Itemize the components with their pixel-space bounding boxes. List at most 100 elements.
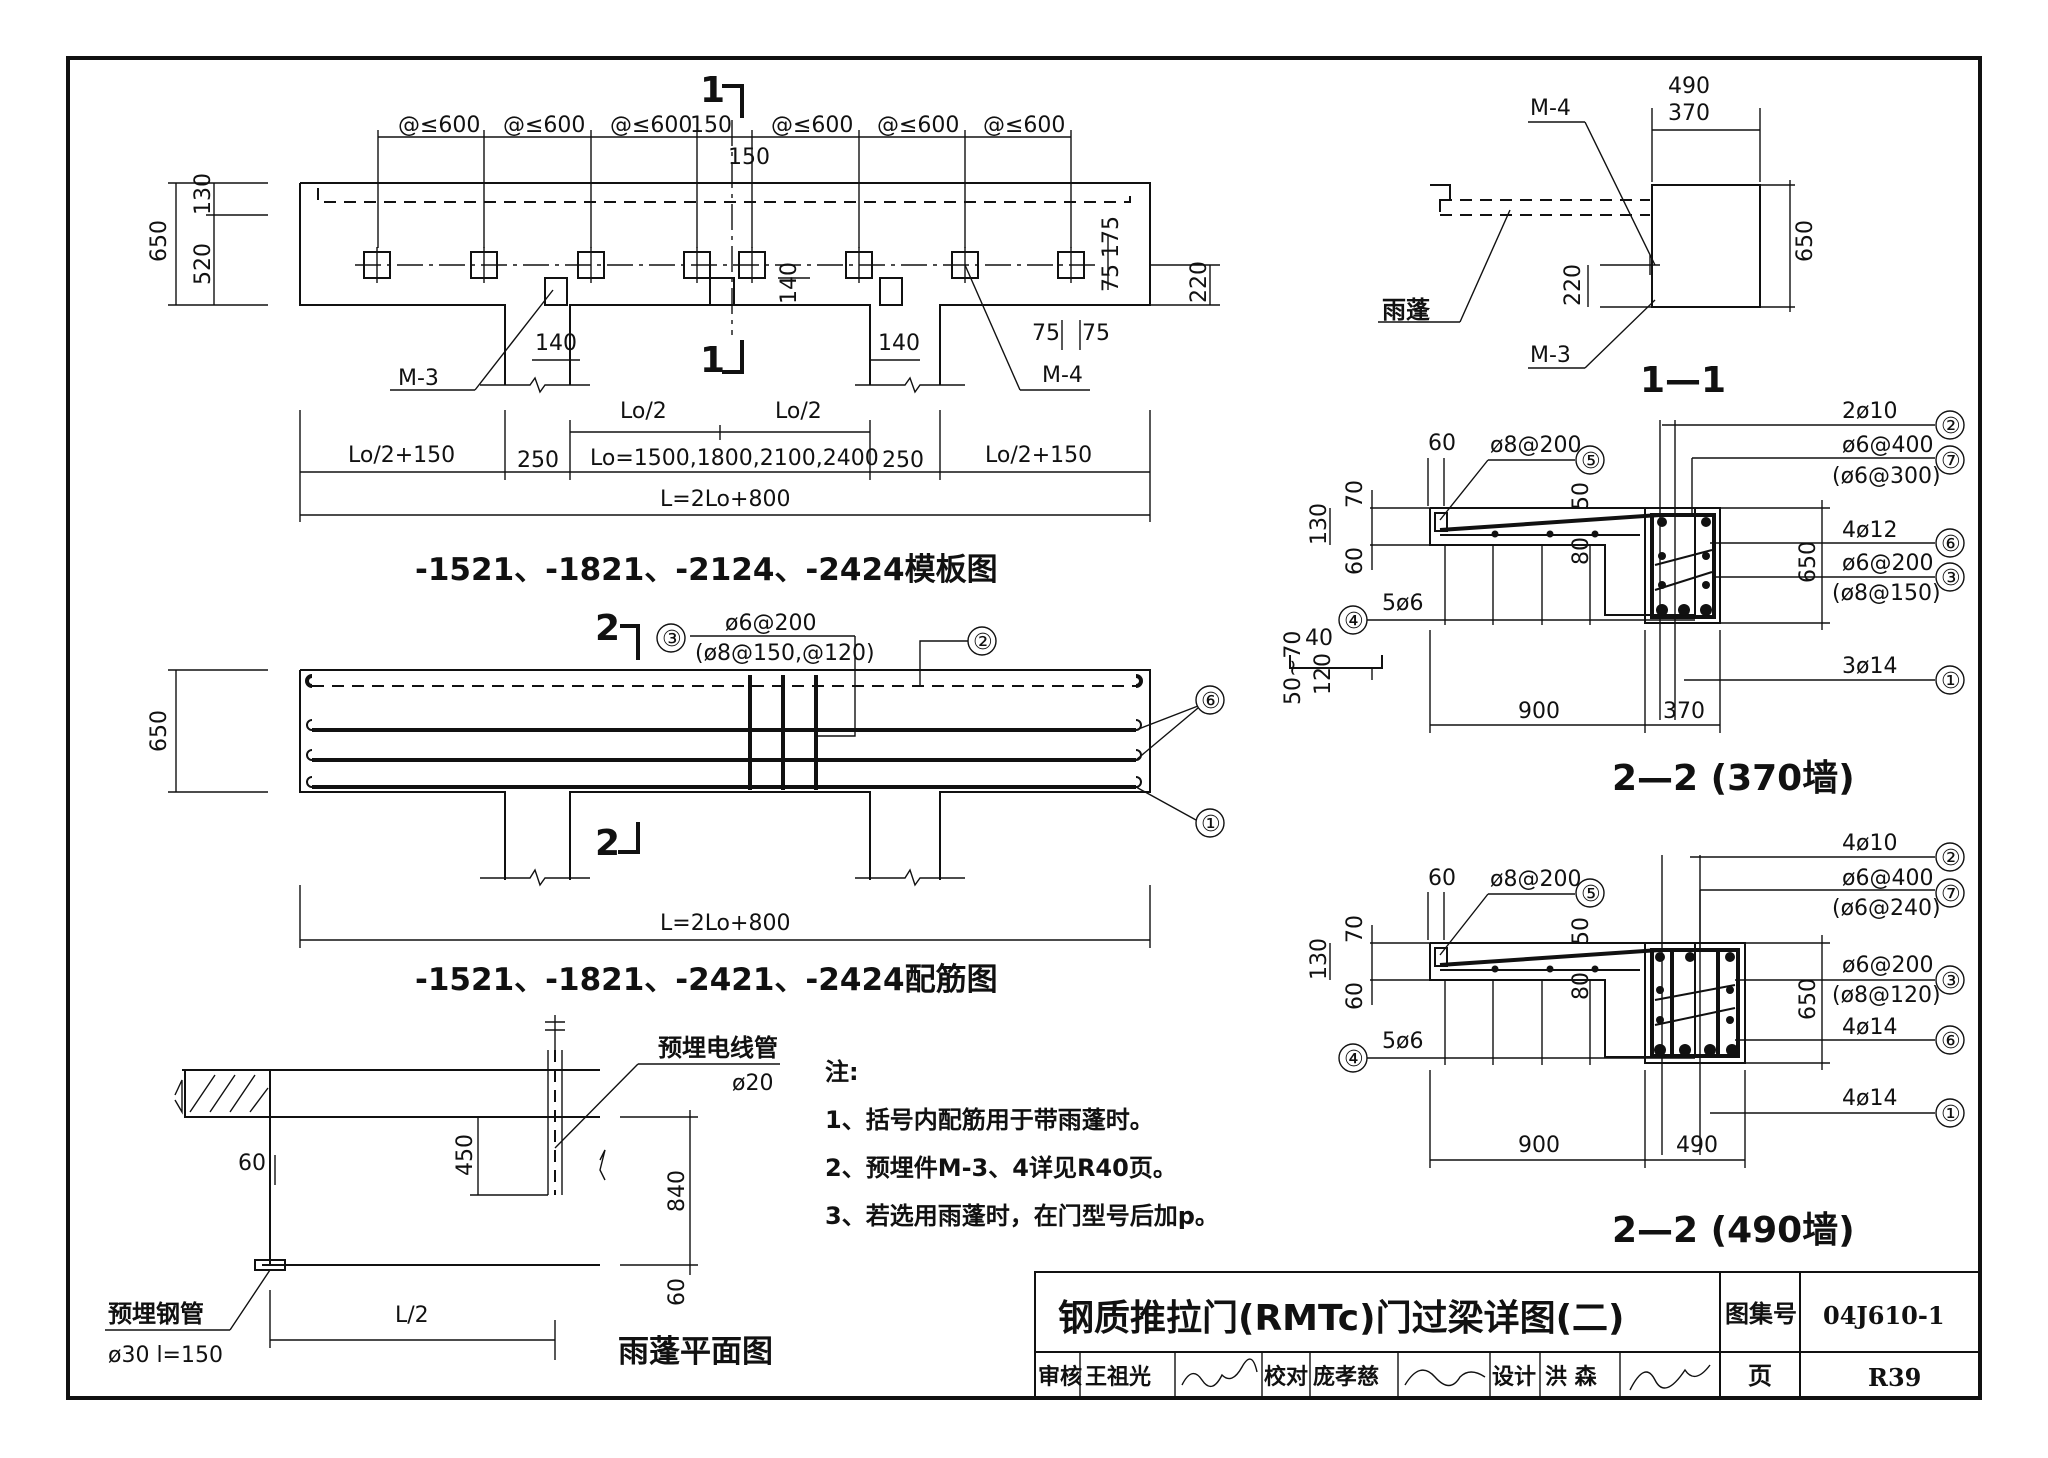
designer-name: 洪 森 [1545,1364,1598,1390]
mark-1: ① [1941,669,1961,694]
canopy-title: 雨蓬平面图 [618,1334,773,1370]
canopy-dim: L/2 [395,1303,429,1328]
section1-title: 1—1 [1640,360,1726,401]
title-block: 钢质推拉门(RMTc)门过梁详图(二) 图集号 04J610-1 页 R39 审… [1034,1271,1981,1399]
section1-dim-top: 490 [1668,74,1710,99]
bar-o8-150: (ø8@150) [1832,581,1941,606]
checker-name: 庞孝慈 [1313,1364,1379,1390]
notes: 注: 1、括号内配筋用于带雨蓬时。 2、预埋件M-3、4详见R40页。 3、若选… [825,1058,1219,1230]
mark-6: ⑥ [1941,1029,1961,1054]
inner-dim: 50 [1569,482,1594,510]
span-label: 250 [882,448,924,473]
stirrup-alt-label: (ø8@150,@120) [695,641,875,666]
width-370: 370 [1663,699,1705,724]
half-span: Lo/2 [775,399,822,424]
mid-dim: 150 [690,113,732,138]
section-2-2-490: 60 70 130 60 50 80 ø8@200 ⑤ ④ 5ø6 4ø10 ø… [1307,831,1965,1251]
dist-bar: 5ø6 [1382,1029,1423,1054]
canopy-dim: 840 [665,1170,690,1212]
bar-mark-6: ⑥ [1201,689,1221,714]
mid-dim: 150 [728,145,770,170]
designer-signature [1629,1364,1711,1391]
bar-o6-400: ø6@400 [1842,866,1933,891]
bar-o6-200: ø6@200 [1842,551,1933,576]
bar-o6-240: (ø6@240) [1832,896,1941,921]
embed-m4-label: M-4 [1042,363,1083,388]
beam-height: 650 [147,710,172,752]
checker-signature [1404,1369,1486,1387]
spacing-label: @≤600 [503,113,585,138]
embed-gap: 75 [1032,321,1060,346]
bar-mark-3: ③ [662,627,682,652]
canopy-dim: 450 [453,1134,478,1176]
left-dim: 130 [1307,503,1332,545]
dim-220: 220 [1187,261,1212,303]
pipe-size: ø20 [732,1071,773,1096]
bar-3o14: 3ø14 [1842,654,1897,679]
design-label: 设计 [1492,1365,1536,1390]
label-canopy: 雨蓬 [1382,296,1431,324]
mark-5: ⑤ [1581,882,1601,907]
section1-embed-depth: 220 [1561,264,1586,306]
section-2-2-370: 60 70 130 60 50 80 40 50~70 120 ø8@200 ⑤… [1281,399,1965,799]
bar-mark-2: ② [973,630,993,655]
mark-6: ⑥ [1941,532,1961,557]
left-dim: 130 [1307,938,1332,980]
section-1-1: 490 370 650 220 M-4 雨蓬 M-3 1—1 [1378,74,1818,401]
bar-o6-400: ø6@400 [1842,433,1933,458]
spacing-label: @≤600 [398,113,480,138]
left-dim: 70 [1343,915,1368,943]
drawing-title: 钢质推拉门(RMTc)门过梁详图(二) [1058,1298,1624,1339]
section-370-title: 2—2 (370墙) [1612,758,1855,799]
formwork-elevation: @≤600 @≤600 @≤600 150 150 @≤600 @≤600 @≤… [147,70,1220,588]
reinforcement-elevation: 2 2 ø6@200 (ø8@150,@120) ③ ② ⑥ ① 650 L=2… [147,608,1225,998]
canopy-dim: 60 [238,1151,266,1176]
left-dim: 60 [1428,431,1456,456]
section-mark-bottom: 1 [700,340,725,381]
width-490: 490 [1676,1133,1718,1158]
section-mark-top: 2 [595,608,620,649]
check-label: 校对 [1264,1364,1308,1390]
canopy-plan: 预埋电线管 ø20 预埋钢管 ø30 l=150 60 450 840 60 L… [105,1015,780,1370]
reviewer-signature [1181,1358,1258,1388]
formwork-title: -1521、-1821、-2124、-2424模板图 [415,552,998,588]
label-m3: M-3 [1530,343,1571,368]
mark-2: ② [1941,846,1961,871]
section1-height: 650 [1793,220,1818,262]
atlas-label: 图集号 [1725,1300,1797,1328]
bar-mark-1: ① [1201,812,1221,837]
mark-4: ④ [1344,1047,1364,1072]
review-label: 审核 [1038,1364,1082,1390]
bar-2o10: 2ø10 [1842,399,1897,424]
notes-heading: 注: [825,1058,859,1086]
embed-gap: 75 [1082,321,1110,346]
dim-520: 520 [191,243,216,285]
embed-width: 140 [878,331,920,356]
hook-dim: 50~70 [1281,631,1306,705]
mark-3: ③ [1941,566,1961,591]
width-900: 900 [1518,699,1560,724]
bar-4o10: 4ø10 [1842,831,1897,856]
label-m4: M-4 [1530,96,1571,121]
section-height: 650 [1796,541,1821,583]
mark-3: ③ [1941,969,1961,994]
note-item: 1、括号内配筋用于带雨蓬时。 [825,1106,1154,1134]
canopy-dim: 60 [665,1278,690,1306]
pipe-label: 预埋电线管 [658,1034,778,1062]
section-height: 650 [1796,978,1821,1020]
spacing-label: @≤600 [610,113,692,138]
left-dim: 70 [1343,480,1368,508]
dim-175: 175 [1099,216,1124,258]
inner-dim: 80 [1569,972,1594,1000]
span-label: Lo/2+150 [985,443,1092,468]
bar-o6-300: (ø6@300) [1832,464,1941,489]
stirrup-label: ø6@200 [725,611,816,636]
sheet-border [66,56,1982,1400]
dim-650: 650 [147,220,172,262]
dim-140: 140 [777,262,802,304]
mark-7: ⑦ [1941,449,1961,474]
bar-o8-120: (ø8@120) [1832,983,1941,1008]
reviewer-name: 王祖光 [1085,1365,1151,1390]
slab-bar: ø8@200 [1490,867,1581,892]
spacing-label: @≤600 [771,113,853,138]
